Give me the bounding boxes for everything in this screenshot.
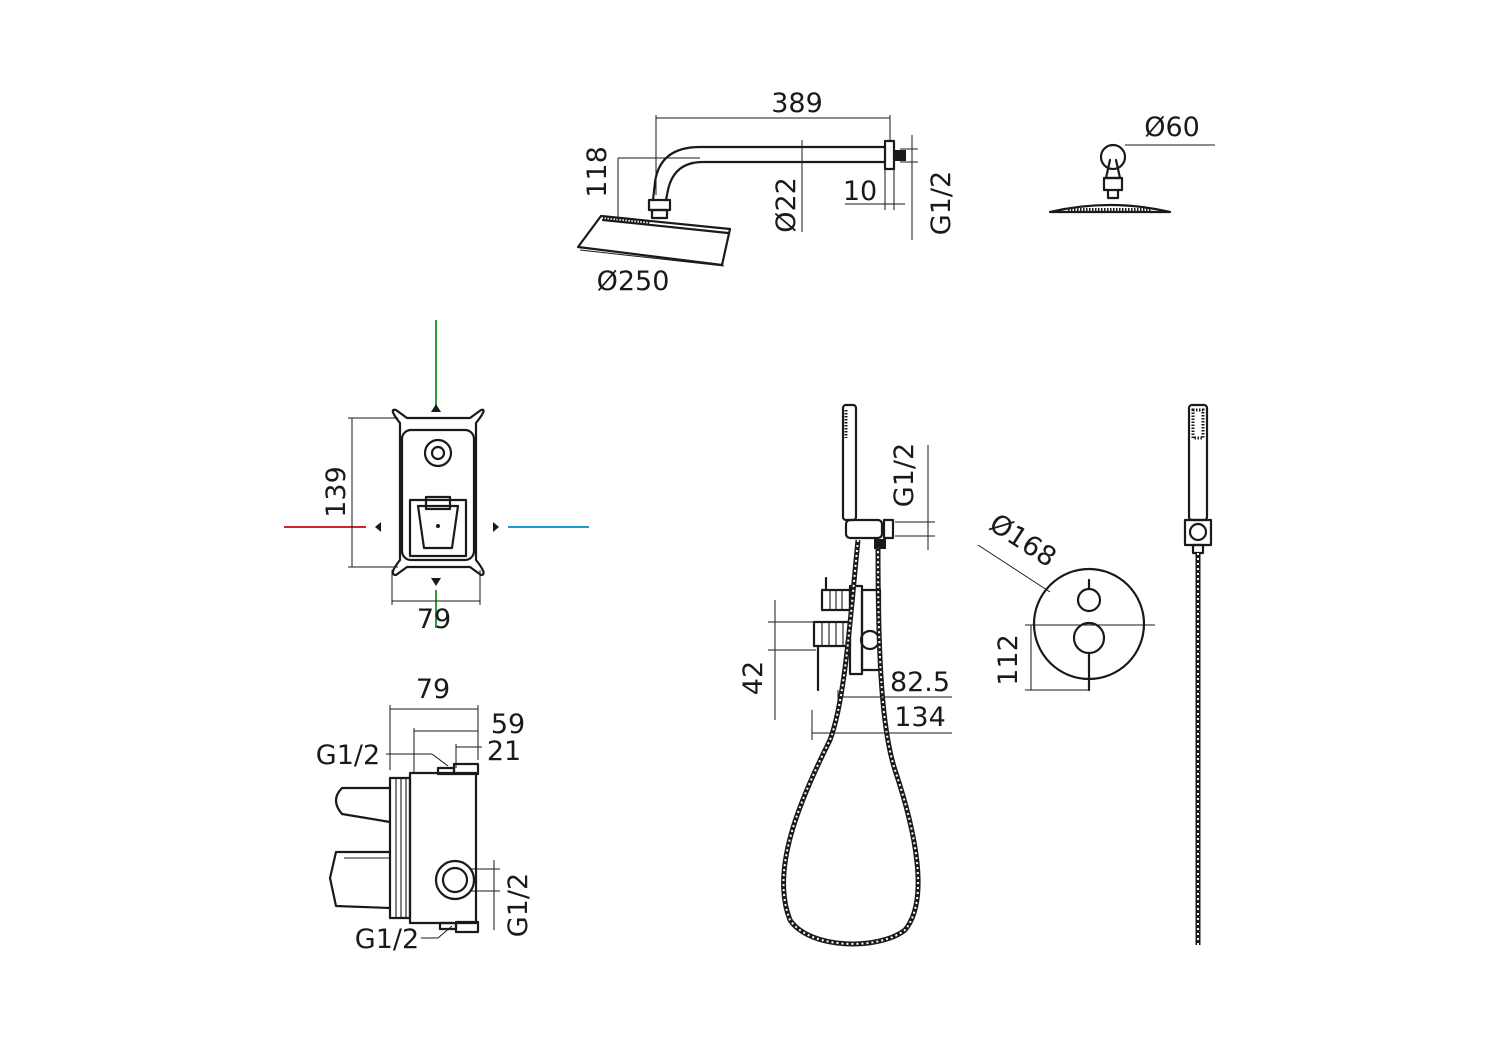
ribbed-collar xyxy=(388,776,412,920)
mixing-box-front-view: 139 79 xyxy=(284,320,589,635)
overhead-shower-front-view: Ø60 xyxy=(1048,112,1215,214)
label-projection-outer: 134 xyxy=(894,702,946,733)
outlet-port xyxy=(434,859,476,901)
label-side-thread-bottom: G1/2 xyxy=(355,924,419,955)
label-side-thread-top: G1/2 xyxy=(316,740,380,771)
wall-flange xyxy=(883,139,896,171)
hand-shower-side-view: G1/2 42 82.5 134 xyxy=(738,403,952,947)
hose-outlet xyxy=(874,539,886,549)
label-flange-diameter: Ø60 xyxy=(1144,112,1200,143)
hand-shower-front-view xyxy=(1183,403,1213,945)
swivel-joint xyxy=(647,198,672,212)
diverter-port xyxy=(423,438,453,468)
shower-hose xyxy=(781,539,921,947)
arm-thread-stub xyxy=(894,150,906,161)
lower-nozzle xyxy=(328,850,392,910)
box-body-side xyxy=(408,771,478,925)
label-box-height: 139 xyxy=(321,466,352,518)
shower-head-front xyxy=(1048,203,1172,214)
label-head-diameter: Ø250 xyxy=(597,266,670,297)
mixing-box-body xyxy=(391,408,485,577)
holder-front xyxy=(1183,518,1213,547)
label-projection-inner: 82.5 xyxy=(890,667,950,698)
cartridge-seat xyxy=(408,498,468,558)
label-box-depth-inner: 59 xyxy=(491,709,525,740)
label-box-depth-front: 21 xyxy=(487,736,521,767)
label-hand-outlet-thread: G1/2 xyxy=(889,443,920,507)
upper-knob-front xyxy=(1076,587,1102,613)
lower-knob-front xyxy=(1072,621,1106,655)
label-pipe-diameter: Ø22 xyxy=(771,177,802,233)
shower-head-side xyxy=(576,214,732,267)
shower-holder xyxy=(844,518,884,540)
mixer-front-plate: Ø168 112 xyxy=(977,508,1155,692)
lower-knob-side xyxy=(812,620,852,648)
label-box-width-side: 79 xyxy=(416,674,450,705)
label-mixer-height: 42 xyxy=(738,661,769,695)
mixing-box-side-view: 79 59 21 G1/2 G1/2 G1/2 xyxy=(316,674,534,955)
label-arm-length: 389 xyxy=(771,88,823,119)
shower-arm-top xyxy=(651,145,887,202)
shower-head-nozzles xyxy=(602,216,651,225)
outlet-knob-side xyxy=(859,629,881,651)
label-arm-drop: 118 xyxy=(582,146,613,198)
label-side-thread-right: G1/2 xyxy=(503,873,534,937)
front-flange xyxy=(1099,143,1127,171)
label-flange-depth: 10 xyxy=(843,176,877,207)
label-knob-spacing: 112 xyxy=(993,634,1024,686)
label-box-width-front: 79 xyxy=(417,604,451,635)
overhead-shower-side-view: 389 118 Ø22 10 G1/2 Ø250 xyxy=(576,88,957,297)
label-arm-thread: G1/2 xyxy=(926,171,957,235)
label-plate-diameter: Ø168 xyxy=(984,508,1062,574)
upper-nozzle xyxy=(334,786,392,824)
shower-arm-bottom xyxy=(664,160,887,202)
mixing-box-inner xyxy=(400,428,476,562)
